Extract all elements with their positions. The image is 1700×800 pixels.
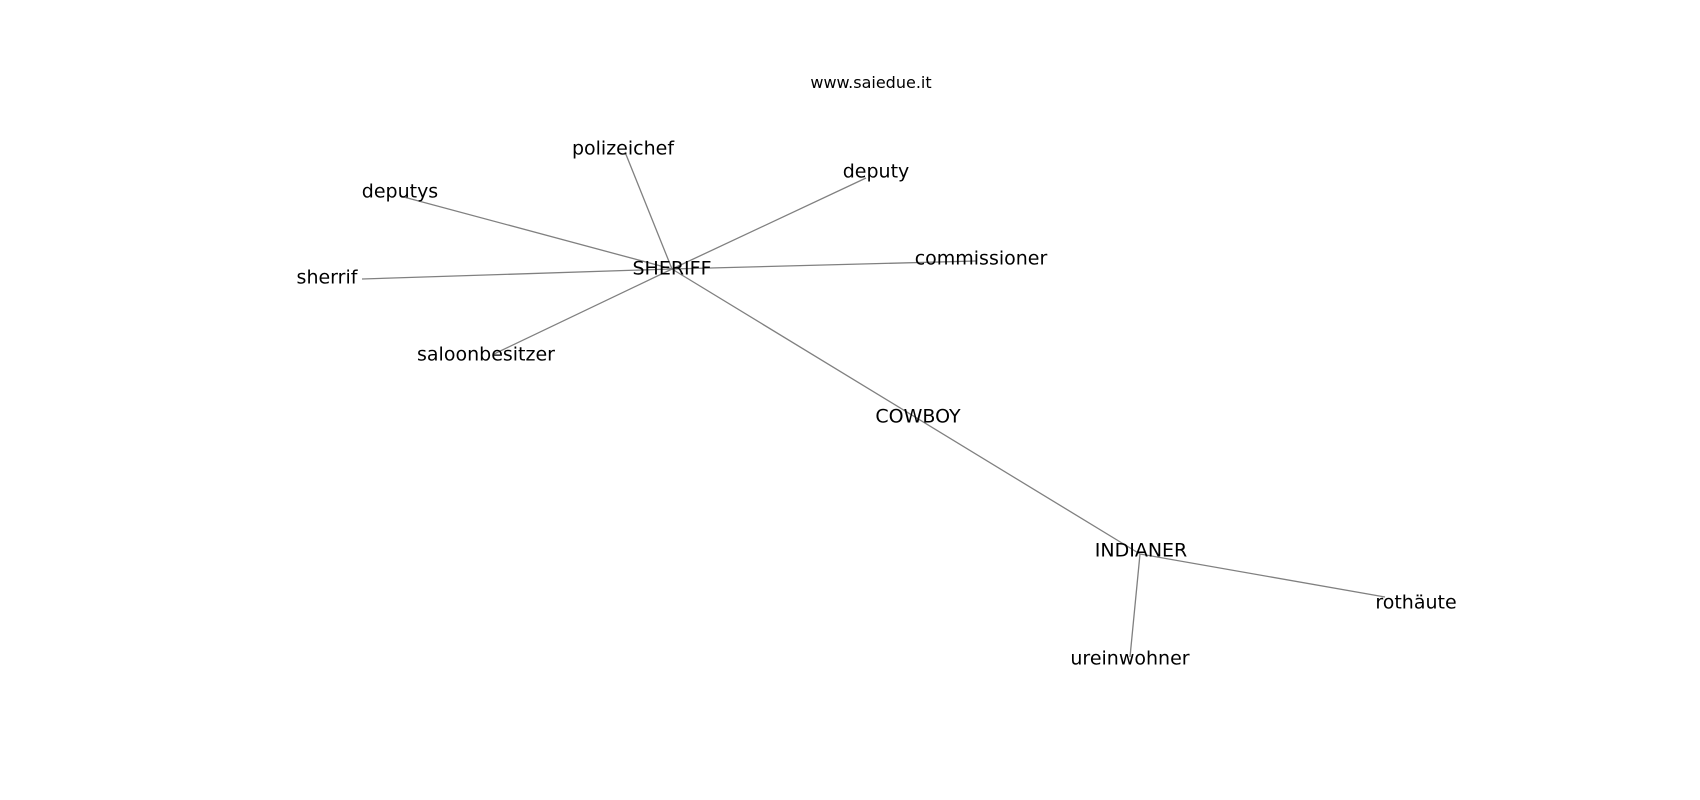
site-url-label: www.saiedue.it — [810, 73, 931, 92]
node-label-polizeichef: polizeichef — [572, 138, 675, 160]
node-label-sherrif: sherrif — [297, 267, 359, 289]
edge-sheriff-sherrif — [361, 268, 673, 280]
node-label-sheriff: SHERIFF — [632, 258, 711, 280]
node-label-layer: SHERIFF polizeichef deputy deputys sherrif co… — [297, 138, 1457, 670]
edge-sheriff-saloonbesitzer — [493, 268, 673, 355]
node-label-deputy: deputy — [843, 161, 910, 183]
edge-sheriff-deputy — [671, 177, 867, 270]
edge-sheriff-deputys — [399, 195, 673, 270]
node-label-rothaute: rothäute — [1375, 592, 1456, 614]
edge-sheriff-commissioner — [671, 260, 977, 270]
edge-indianer-ureinwohner — [1129, 553, 1141, 658]
edge-layer — [361, 151, 1386, 658]
edge-indianer-rothaute — [1139, 553, 1386, 598]
node-label-deputys: deputys — [362, 181, 438, 203]
node-label-ureinwohner: ureinwohner — [1070, 648, 1189, 670]
edge-sheriff-polizeichef — [624, 151, 673, 270]
node-label-saloonbesitzer: saloonbesitzer — [417, 344, 555, 366]
node-label-cowboy: COWBOY — [875, 406, 961, 428]
node-label-commissioner: commissioner — [915, 248, 1048, 270]
edge-sheriff-indianer — [671, 268, 1141, 555]
node-label-indianer: INDIANER — [1095, 540, 1187, 562]
